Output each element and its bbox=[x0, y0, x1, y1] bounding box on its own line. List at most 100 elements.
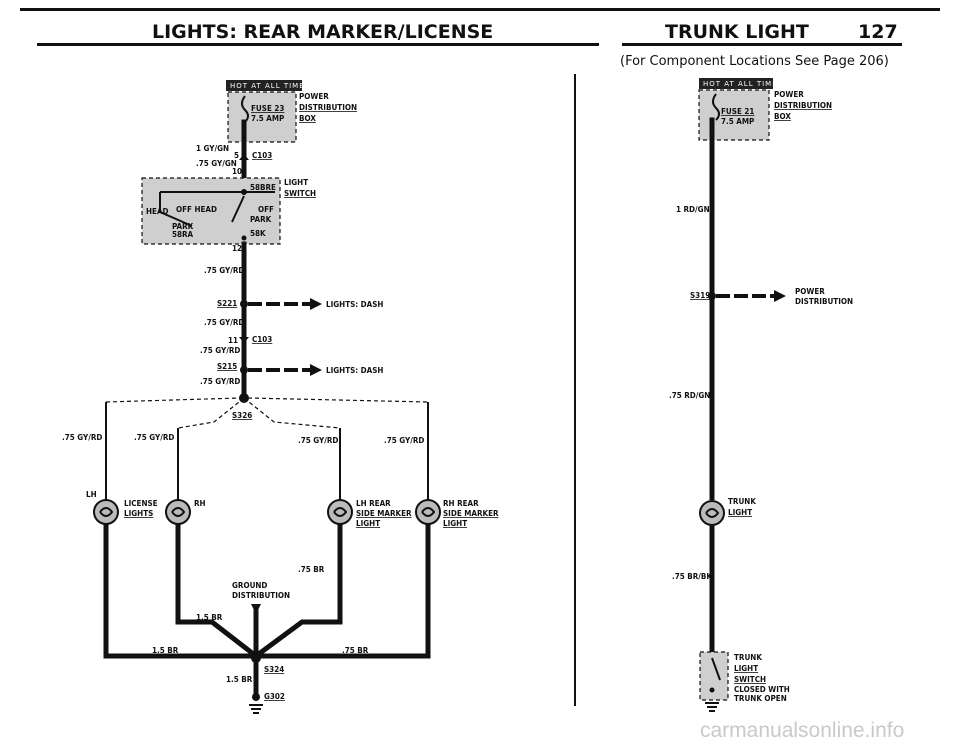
switch-node bbox=[241, 189, 247, 195]
rh-license-bulb-icon bbox=[165, 499, 191, 525]
rh-marker-2: SIDE MARKER bbox=[443, 509, 499, 518]
power-dist-1: POWER bbox=[299, 92, 329, 101]
splice-s324-dot bbox=[251, 653, 261, 663]
header-rule-right bbox=[622, 43, 902, 46]
splice-s324: S324 bbox=[264, 665, 284, 674]
lh-marker-2: SIDE MARKER bbox=[356, 509, 412, 518]
ground-symbol-icon bbox=[249, 704, 263, 714]
wire-branch-1: .75 GY/RD bbox=[62, 433, 102, 442]
arrow-dash-2-icon bbox=[310, 364, 322, 376]
rh-marker-1: RH REAR bbox=[443, 499, 479, 508]
trunk-switch-shade bbox=[700, 652, 728, 700]
right-power-dist-3: BOX bbox=[774, 112, 791, 121]
wire-branch-2: .75 GY/RD bbox=[134, 433, 174, 442]
ground-wire-lh-marker bbox=[252, 523, 343, 660]
trunk-ground-icon bbox=[705, 702, 719, 712]
right-fuse-symbol bbox=[712, 93, 720, 121]
splice-s319: S319 bbox=[690, 291, 710, 300]
right-diagram: HOT AT ALL TIMES FUSE 21 7.5 AMP POWER D… bbox=[669, 78, 853, 712]
wire-6-label: .75 GY/RD bbox=[200, 377, 240, 386]
right-power-dist-2b: DISTRIBUTION bbox=[795, 297, 853, 306]
ground-wire-rh bbox=[175, 523, 260, 660]
trunk-switch-blade bbox=[711, 657, 721, 681]
fuse-box-shade bbox=[228, 92, 296, 142]
wire-75gygn-label: .75 GY/GN bbox=[196, 159, 237, 168]
light-switch-1: LIGHT bbox=[284, 178, 308, 187]
trunk-light-1: TRUNK bbox=[728, 497, 756, 506]
splice-s215: S215 bbox=[217, 362, 237, 371]
header-rule-left bbox=[37, 43, 599, 46]
arrow-dash-1-icon bbox=[310, 298, 322, 310]
top-rule bbox=[20, 8, 940, 11]
wire-br-15b: 1.5 BR bbox=[152, 646, 179, 655]
trunk-note-1: CLOSED WITH bbox=[734, 685, 790, 694]
rh-marker-bulb-icon bbox=[415, 499, 441, 525]
ground-g302-dot bbox=[252, 693, 260, 701]
ground-wire-lh bbox=[103, 523, 259, 659]
right-wire-3: .75 BR/BK bbox=[672, 572, 712, 581]
hot-at-all-times-bar bbox=[226, 80, 302, 91]
right-power-dist-2a: POWER bbox=[795, 287, 825, 296]
hot-label: HOT AT ALL TIMES bbox=[230, 82, 310, 90]
trunk-note-2: TRUNK OPEN bbox=[734, 694, 787, 703]
ground-dist-arrow-icon bbox=[251, 604, 261, 614]
trunk-light-2: LIGHT bbox=[728, 508, 752, 517]
right-power-dist-2: DISTRIBUTION bbox=[774, 101, 832, 110]
right-power-dist-1: POWER bbox=[774, 90, 804, 99]
c103b-connector-icon bbox=[239, 337, 249, 343]
trunk-light-bulb-icon bbox=[698, 500, 726, 526]
wire-5-label: .75 GY/RD bbox=[200, 346, 240, 355]
s326-bus bbox=[105, 397, 429, 403]
switch-off: OFF bbox=[258, 205, 274, 214]
wire-3-label: .75 GY/RD bbox=[204, 266, 244, 275]
wire-branch-3: .75 GY/RD bbox=[298, 436, 338, 445]
splice-s221: S221 bbox=[217, 299, 237, 308]
right-fuse-outline bbox=[698, 89, 770, 141]
trunk-switch-contact bbox=[709, 687, 715, 693]
fuse-21-amp: 7.5 AMP bbox=[721, 117, 754, 126]
fuse-box-outline bbox=[227, 91, 297, 143]
power-dist-2: DISTRIBUTION bbox=[299, 103, 357, 112]
right-wire-1: 1 RD/GN bbox=[676, 205, 710, 214]
ground-g302: G302 bbox=[264, 692, 285, 701]
switch-58bre: 58BRE bbox=[250, 183, 276, 192]
switch-58k: 58K bbox=[250, 229, 266, 238]
lh-label: LH bbox=[86, 490, 97, 499]
wire-br-15a: 1.5 BR bbox=[196, 613, 223, 622]
page-title-right: TRUNK LIGHT bbox=[665, 21, 809, 43]
switch-blade-right bbox=[231, 195, 245, 223]
trunk-switch-2: LIGHT bbox=[734, 664, 758, 673]
light-switch-2: SWITCH bbox=[284, 189, 316, 198]
trunk-switch-3: SWITCH bbox=[734, 675, 766, 684]
switch-58ra: 58RA bbox=[172, 230, 194, 239]
license-lights-1: LICENSE bbox=[124, 499, 158, 508]
switch-park: PARK bbox=[250, 215, 272, 224]
light-switch-outline bbox=[141, 177, 281, 245]
page-title-left: LIGHTS: REAR MARKER/LICENSE bbox=[152, 21, 493, 43]
power-dist-3: BOX bbox=[299, 114, 316, 123]
fuse-23-label: FUSE 23 bbox=[251, 104, 284, 113]
column-divider bbox=[574, 74, 576, 706]
pin-12: 12 bbox=[232, 244, 242, 253]
wire-br-2: .75 BR bbox=[342, 646, 369, 655]
right-arrow-icon bbox=[774, 290, 786, 302]
trunk-switch-outline bbox=[699, 651, 729, 701]
switch-off-head: OFF HEAD bbox=[176, 205, 217, 214]
rh-marker-3: LIGHT bbox=[443, 519, 467, 528]
switch-head-l: HEAD bbox=[146, 207, 169, 216]
switch-out-node bbox=[241, 235, 247, 241]
ground-wire-rh-marker bbox=[253, 523, 431, 659]
splice-s221-dot bbox=[240, 300, 248, 308]
page-subtitle: (For Component Locations See Page 206) bbox=[620, 54, 889, 69]
left-diagram: HOT AT ALL TIMES FUSE 23 7.5 AMP POWER D… bbox=[62, 80, 499, 714]
lights-dash-1: LIGHTS: DASH bbox=[326, 300, 383, 309]
switch-park2: PARK bbox=[172, 222, 194, 231]
lh-marker-1: LH REAR bbox=[356, 499, 391, 508]
lh-marker-3: LIGHT bbox=[356, 519, 380, 528]
fuse-21-label: FUSE 21 bbox=[721, 107, 754, 116]
right-wire-2: .75 RD/GN bbox=[669, 391, 710, 400]
light-switch-shade bbox=[142, 178, 280, 244]
lh-license-bulb-icon bbox=[93, 499, 119, 525]
wire-br-1: .75 BR bbox=[298, 565, 325, 574]
